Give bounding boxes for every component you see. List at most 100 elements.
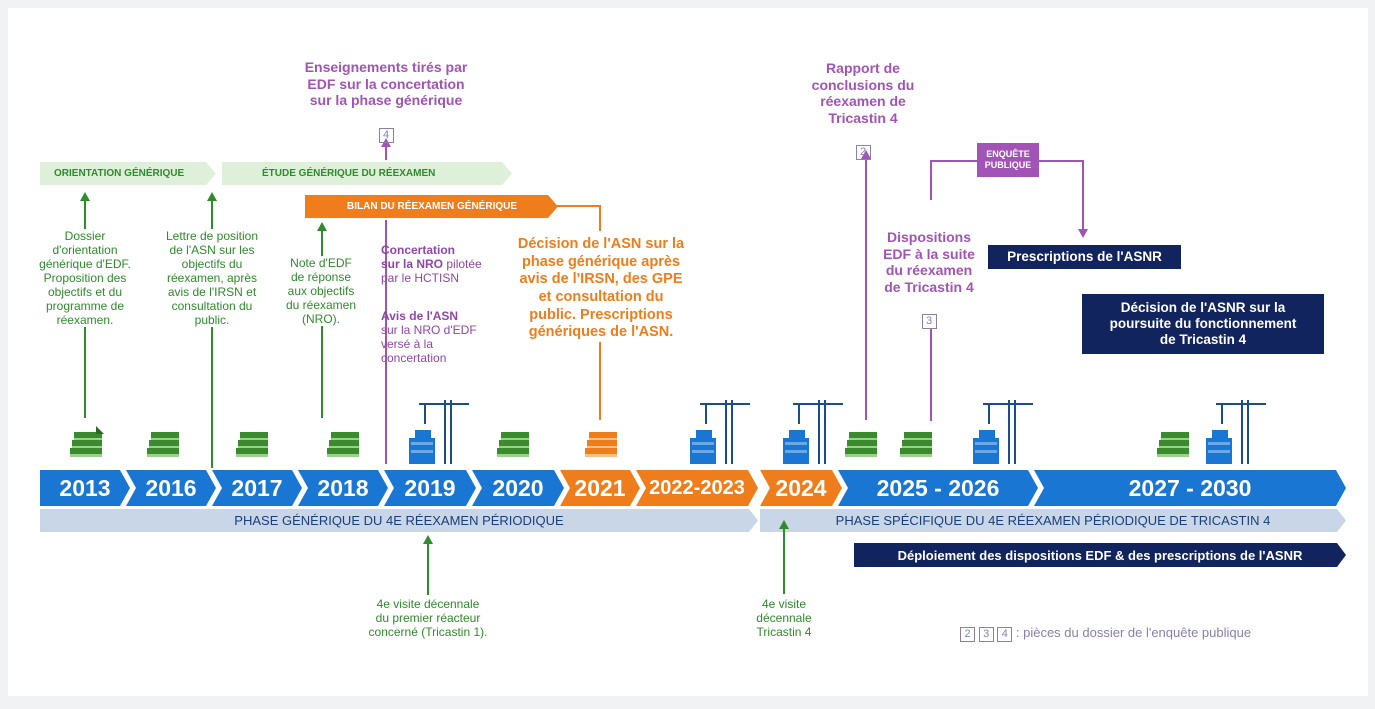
note-decision-2021: Décision de l'ASN sur la phase générique…	[496, 236, 706, 343]
document-stack-icon	[236, 432, 268, 457]
purple-rapport-line	[865, 158, 867, 420]
band-specific-label: PHASE SPÉCIFIQUE DU 4E RÉEXAMEN PÉRIODIQ…	[835, 513, 1271, 528]
year-2016: 2016	[126, 470, 216, 506]
bilan-connector-h	[556, 205, 600, 207]
doc-number-3: 3	[921, 314, 937, 330]
green-2016-line	[211, 200, 213, 468]
phase-bilan-generique: BILAN DU RÉEXAMEN GÉNÉRIQUE	[305, 195, 558, 218]
note-visite1: 4e visite décennale du premier réacteur …	[368, 597, 488, 640]
year-2016-label: 2016	[145, 474, 197, 501]
green-2013-arrow-icon	[80, 192, 90, 201]
purple-enquete-down	[1082, 160, 1084, 230]
enquete-publique-label: ENQUÊTE PUBLIQUE	[984, 148, 1032, 170]
year-2027-2030-label: 2027 - 2030	[1128, 474, 1252, 501]
note-enseignements-text: Enseignements tirés par EDF sur la conce…	[304, 59, 468, 109]
document-stack-icon	[845, 432, 877, 457]
year-2021: 2021	[560, 470, 640, 506]
year-2027-2030: 2027 - 2030	[1034, 470, 1346, 506]
decision-final-box: Décision de l'ASNR sur la poursuite du f…	[1082, 294, 1324, 354]
doc-number-4: 4	[378, 127, 394, 143]
year-2025-2026-label: 2025 - 2026	[876, 474, 1000, 501]
band-deploiement-label: Déploiement des dispositions EDF & des p…	[897, 547, 1303, 563]
visite4-line	[783, 528, 785, 594]
prescriptions-arrow-icon	[1078, 229, 1088, 238]
document-stack-icon	[497, 432, 529, 457]
green-2018-arrow-icon	[317, 222, 327, 231]
note-2016: Lettre de position de l'ASN sur les obje…	[156, 229, 268, 328]
note-concertation-rest: pilotée par le HCTISN	[381, 257, 482, 286]
year-2022-2023: 2022-2023	[636, 470, 758, 506]
note-dispositions-text: Dispositions EDF à la suite du réexamen …	[883, 229, 975, 295]
year-2018-label: 2018	[317, 474, 369, 501]
note-concertation-bold: Concertation sur la NRO	[381, 243, 456, 272]
year-2017-label: 2017	[231, 474, 283, 501]
visite4-arrow-icon	[779, 520, 789, 529]
band-deploiement: Déploiement des dispositions EDF & des p…	[854, 543, 1346, 567]
purple-enquete-h1	[930, 160, 977, 162]
document-stack-icon	[900, 432, 932, 457]
phase-etude-label: ÉTUDE GÉNÉRIQUE DU RÉEXAMEN	[262, 168, 436, 179]
year-2013-label: 2013	[59, 474, 111, 501]
year-2021-label: 2021	[574, 474, 626, 501]
timeline-canvas: ORIENTATION GÉNÉRIQUE ÉTUDE GÉNÉRIQUE DU…	[8, 8, 1368, 696]
year-2017: 2017	[212, 470, 302, 506]
note-enseignements: Enseignements tirés par EDF sur la conce…	[276, 43, 496, 143]
legend-text: : pièces du dossier de l'enquête publiqu…	[1015, 625, 1252, 640]
enquete-publique-box: ENQUÊTE PUBLIQUE	[977, 143, 1039, 177]
document-stack-icon	[70, 426, 104, 457]
note-avis-asn: Avis de l'ASN sur la NRO d'EDF versé à l…	[381, 309, 491, 366]
purple-2019-line	[385, 220, 387, 464]
band-generic-phase: PHASE GÉNÉRIQUE DU 4E RÉEXAMEN PÉRIODIQU…	[40, 509, 758, 532]
orange-2021-line	[599, 334, 601, 420]
document-stack-icon	[327, 432, 359, 457]
document-stack-icon	[147, 432, 179, 457]
purple-enquete-line	[930, 160, 932, 200]
bilan-connector-v	[599, 205, 601, 231]
construction-crane-icon	[783, 400, 843, 464]
visite1-arrow-icon	[423, 535, 433, 544]
legend-num-3: 3	[978, 627, 994, 642]
construction-crane-icon	[1206, 400, 1266, 464]
note-2018: Note d'EDF de réponse aux objectifs du r…	[276, 256, 366, 327]
note-visite4: 4e visite décennale Tricastin 4	[756, 597, 812, 640]
year-2022-2023-label: 2022-2023	[649, 476, 745, 499]
purple-dispositions-line	[930, 321, 932, 421]
purple-enquete-h2	[1039, 160, 1084, 162]
phase-orientation-label: ORIENTATION GÉNÉRIQUE	[54, 168, 185, 179]
year-2024: 2024	[760, 470, 842, 506]
note-avis-rest: sur la NRO d'EDF versé à la concertation	[381, 323, 477, 366]
construction-crane-icon	[409, 400, 469, 464]
phase-etude-generique: ÉTUDE GÉNÉRIQUE DU RÉEXAMEN	[222, 162, 512, 185]
prescriptions-asnr-box: Prescriptions de l'ASNR	[988, 245, 1181, 269]
year-2025-2026: 2025 - 2026	[838, 470, 1038, 506]
year-2020-label: 2020	[492, 474, 544, 501]
note-rapport-text: Rapport de conclusions du réexamen de Tr…	[811, 60, 915, 126]
note-dispositions: Dispositions EDF à la suite du réexamen …	[870, 213, 988, 330]
phase-orientation-generique: ORIENTATION GÉNÉRIQUE	[40, 162, 216, 185]
visite1-line	[427, 543, 429, 595]
note-2013: Dossier d'orientation générique d'EDF. P…	[38, 229, 132, 328]
doc-number-2: 2	[855, 145, 871, 161]
year-2019-label: 2019	[404, 474, 456, 501]
legend-num-4: 4	[997, 627, 1013, 642]
purple-enseignements-line	[385, 146, 387, 160]
year-2020: 2020	[472, 470, 564, 506]
legend-num-2: 2	[960, 627, 975, 642]
construction-crane-icon	[973, 400, 1033, 464]
note-avis-bold: Avis de l'ASN	[381, 309, 459, 323]
year-2024-label: 2024	[775, 474, 827, 501]
rapport-arrow-icon	[861, 150, 871, 159]
document-stack-orange-icon	[585, 432, 617, 457]
legend: 2 3 4 : pièces du dossier de l'enquête p…	[960, 625, 1251, 642]
green-2016-arrow-icon	[207, 192, 217, 201]
document-stack-icon	[1157, 432, 1189, 457]
band-generic-label: PHASE GÉNÉRIQUE DU 4E RÉEXAMEN PÉRIODIQU…	[234, 513, 564, 528]
note-concertation: Concertation sur la NRO pilotée par le H…	[381, 243, 491, 285]
construction-crane-icon	[690, 400, 750, 464]
band-specific-phase: PHASE SPÉCIFIQUE DU 4E RÉEXAMEN PÉRIODIQ…	[760, 509, 1346, 532]
year-2019: 2019	[384, 470, 476, 506]
year-2013: 2013	[40, 470, 130, 506]
note-rapport: Rapport de conclusions du réexamen de Tr…	[798, 44, 928, 161]
year-2018: 2018	[298, 470, 388, 506]
phase-bilan-label: BILAN DU RÉEXAMEN GÉNÉRIQUE	[347, 201, 518, 212]
